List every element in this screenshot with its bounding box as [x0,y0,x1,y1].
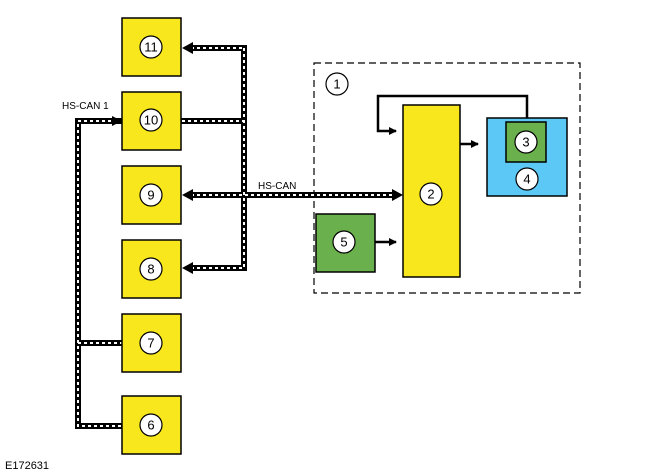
module-1-label: 1 [325,72,349,96]
module-8: 8 [121,239,182,299]
figure-reference: E172631 [5,460,49,472]
module-10: 10 [121,91,182,151]
module-5-number: 5 [340,235,347,250]
module-5: 5 [315,213,376,273]
module-11-number: 11 [144,40,158,55]
module-2: 2 [402,104,461,278]
module-9: 9 [121,165,182,225]
module-6-number: 6 [147,418,154,433]
module-11: 11 [121,17,182,77]
module-4-number: 4 [523,172,530,187]
module-6: 6 [121,395,182,455]
module-7: 7 [121,313,182,373]
module-9-number: 9 [147,188,154,203]
hs-can-1-label: HS-CAN 1 [62,101,109,112]
module-3-number: 3 [522,135,529,150]
hs-can-bus [179,42,403,274]
module-8-number: 8 [147,262,154,277]
module-1-enclosure [313,62,581,294]
module-7-number: 7 [147,336,154,351]
module-3: 3 [505,121,547,163]
hs-can-label: HS-CAN [258,181,296,192]
module-2-number: 2 [427,187,434,202]
module-1-number: 1 [333,77,340,92]
hs-can-1-bus [75,116,125,429]
module-10-number: 10 [144,113,158,128]
internal-connections [375,94,529,246]
